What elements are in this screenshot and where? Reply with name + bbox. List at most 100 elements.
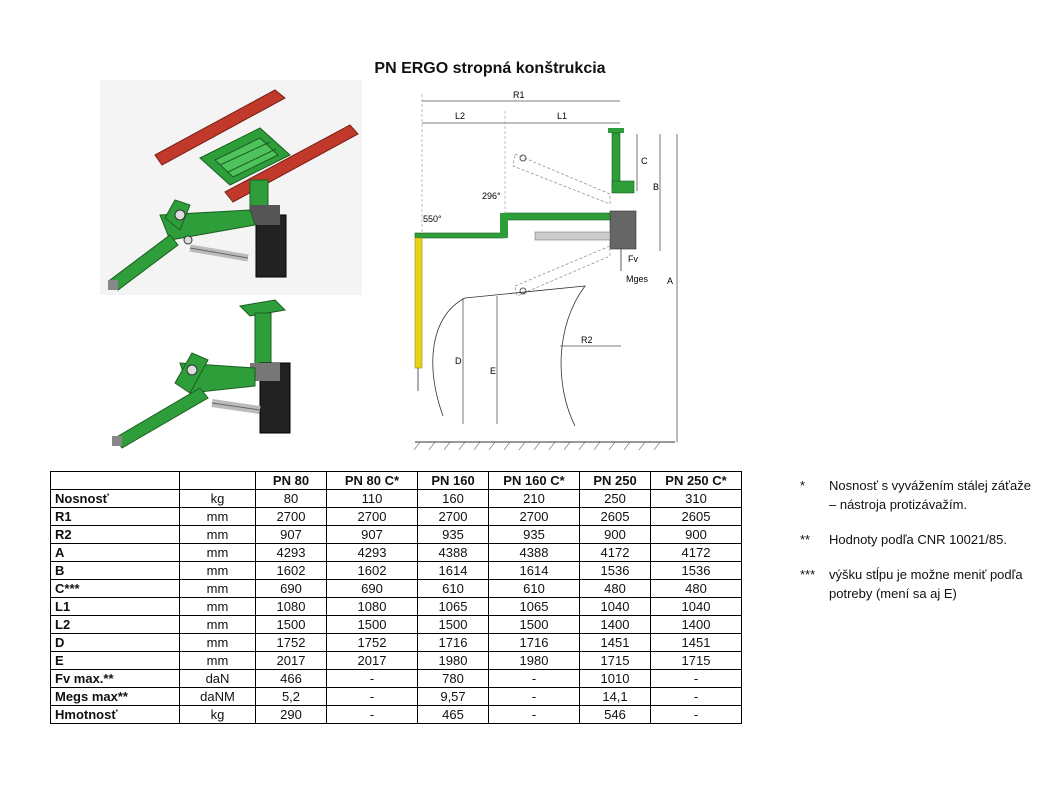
- table-cell: 1536: [579, 561, 651, 580]
- footnote-mark: **: [800, 532, 811, 547]
- table-cell: 2700: [417, 507, 489, 526]
- table-cell: 610: [417, 579, 489, 598]
- table-cell: 480: [650, 579, 742, 598]
- row-label: Nosnosť: [50, 489, 180, 508]
- dimension-drawing: R1 L2 L1 C B A 550° 296°: [405, 86, 690, 458]
- table-cell: 160: [417, 489, 489, 508]
- column-header: PN 250: [579, 471, 651, 490]
- table-cell: 907: [326, 525, 418, 544]
- table-cell: 1602: [255, 561, 327, 580]
- table-cell: 1500: [326, 615, 418, 634]
- table-cell: 1500: [488, 615, 580, 634]
- table-cell: 4172: [650, 543, 742, 562]
- table-cell: 4293: [326, 543, 418, 562]
- row-label: C***: [50, 579, 180, 598]
- table-cell: -: [488, 669, 580, 688]
- table-cell: 900: [579, 525, 651, 544]
- row-label: R2: [50, 525, 180, 544]
- footnote: ** Hodnoty podľa CNR 10021/85.: [800, 530, 1040, 549]
- table-cell: 935: [488, 525, 580, 544]
- page-title: PN ERGO stropná konštrukcia: [374, 60, 606, 77]
- table-cell: 1752: [326, 633, 418, 652]
- r2-label: R2: [581, 335, 593, 345]
- table-cell: 1451: [579, 633, 651, 652]
- row-unit: mm: [179, 525, 256, 544]
- footnote: * Nosnosť s vyvážením stálej záťaže – ná…: [800, 476, 1040, 514]
- table-cell: 110: [326, 489, 418, 508]
- mges-label: Mges: [626, 274, 649, 284]
- table-cell: -: [650, 669, 742, 688]
- footnote-mark: *: [800, 478, 806, 493]
- table-cell: 900: [650, 525, 742, 544]
- column-header: PN 80: [255, 471, 327, 490]
- c-label: C: [641, 156, 648, 166]
- column-header: PN 160 C*: [488, 471, 580, 490]
- table-cell: 290: [255, 705, 327, 724]
- table-cell: 610: [488, 579, 580, 598]
- footnotes: * Nosnosť s vyvážením stálej záťaže – ná…: [800, 476, 1040, 619]
- table-cell: 1980: [488, 651, 580, 670]
- table-cell: 1010: [579, 669, 651, 688]
- table-cell: 2605: [579, 507, 651, 526]
- table-cell: 2017: [326, 651, 418, 670]
- table-cell: -: [326, 669, 418, 688]
- table-cell: -: [326, 705, 418, 724]
- row-unit: daN: [179, 669, 256, 688]
- footnote-text: Nosnosť s vyvážením stálej záťaže – nást…: [829, 478, 1031, 512]
- column-manipulator-render: [100, 298, 300, 458]
- table-cell: -: [326, 687, 418, 706]
- row-unit: kg: [179, 489, 256, 508]
- row-unit: mm: [179, 615, 256, 634]
- table-cell: 2700: [326, 507, 418, 526]
- b-label: B: [653, 182, 659, 192]
- row-label: L2: [50, 615, 180, 634]
- table-cell: 690: [326, 579, 418, 598]
- table-cell: -: [650, 705, 742, 724]
- table-cell: 14,1: [579, 687, 651, 706]
- table-cell: 1040: [579, 597, 651, 616]
- table-cell: 1980: [417, 651, 489, 670]
- table-cell: 1715: [650, 651, 742, 670]
- table-cell: 1536: [650, 561, 742, 580]
- table-cell: 310: [650, 489, 742, 508]
- l1-label: L1: [557, 111, 567, 121]
- row-label: Fv max.**: [50, 669, 180, 688]
- table-header-row: PN 80 PN 80 C* PN 160 PN 160 C* PN 250 P…: [50, 471, 742, 490]
- table-cell: 907: [255, 525, 327, 544]
- table-cell: -: [488, 705, 580, 724]
- table-cell: 1065: [417, 597, 489, 616]
- row-label: R1: [50, 507, 180, 526]
- row-label: D: [50, 633, 180, 652]
- angle-296-label: 296°: [482, 191, 501, 201]
- table-cell: 1080: [255, 597, 327, 616]
- table-cell: 1400: [579, 615, 651, 634]
- table-cell: 1065: [488, 597, 580, 616]
- table-cell: 1715: [579, 651, 651, 670]
- table-cell: 1040: [650, 597, 742, 616]
- table-cell: 250: [579, 489, 651, 508]
- table-cell: 4388: [417, 543, 489, 562]
- row-unit: mm: [179, 543, 256, 562]
- table-cell: 1080: [326, 597, 418, 616]
- d-label: D: [455, 356, 462, 366]
- table-cell: 1500: [255, 615, 327, 634]
- table-cell: 935: [417, 525, 489, 544]
- header-empty-unit: [179, 471, 256, 490]
- table-cell: 466: [255, 669, 327, 688]
- column-header: PN 250 C*: [650, 471, 742, 490]
- r1-label: R1: [513, 90, 525, 100]
- table-cell: 210: [488, 489, 580, 508]
- row-unit: kg: [179, 705, 256, 724]
- row-unit: mm: [179, 651, 256, 670]
- row-label: E: [50, 651, 180, 670]
- row-label: B: [50, 561, 180, 580]
